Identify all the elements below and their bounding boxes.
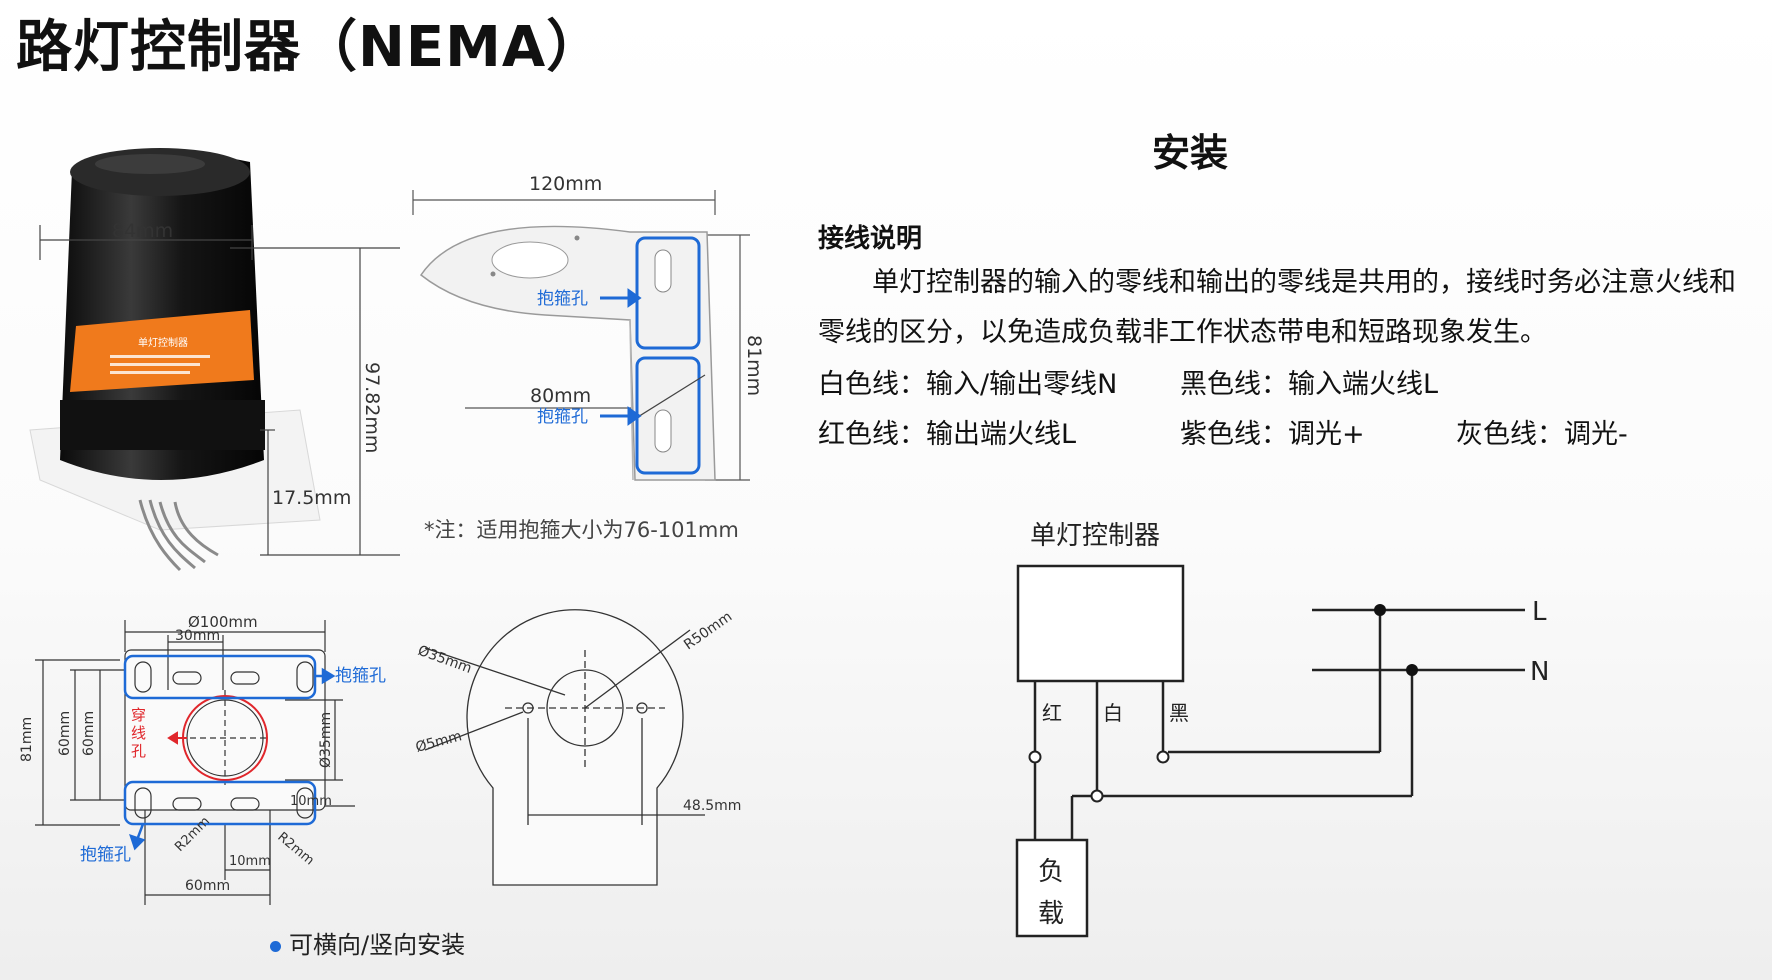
wire-gray: 灰色线：调光- xyxy=(1456,419,1628,450)
dim-top-48: 48.5mm xyxy=(683,798,741,814)
dim-10-right: 10mm xyxy=(290,794,332,809)
dim-width: 84mm xyxy=(112,220,173,242)
wiring-paragraph: 单灯控制器的输入的零线和输出的零线是共用的，接线时务必注意火线和零线的区分，以免… xyxy=(818,267,1736,348)
controller-body xyxy=(60,152,264,480)
dim-bracket-width: 120mm xyxy=(529,173,602,195)
page-title: 路灯控制器（NEMA） xyxy=(16,15,604,80)
wire-black: 黑色线：输入端火线L xyxy=(1180,369,1439,400)
product-photo-diagram: 单灯控制器 84mm 97.82mm 17.5mm xyxy=(29,148,400,572)
dim-height-60a: 60mm xyxy=(57,711,73,756)
dim-bracket-mid: 80mm xyxy=(530,385,591,407)
dim-bottom-60: 60mm xyxy=(185,878,230,894)
bracket-note: *注：适用抱箍大小为76-101mm xyxy=(424,518,739,542)
wire-white: 白色线：输入/输出零线N xyxy=(818,369,1118,400)
dim-bracket-height: 81mm xyxy=(743,335,765,396)
plate-top-drawing: Ø35mm R50mm Ø5mm 48.5mm xyxy=(414,609,741,886)
slot-band-bottom xyxy=(123,780,317,826)
schematic-red-label: 红 xyxy=(1042,701,1062,725)
dim-d35: Ø35mm xyxy=(318,712,334,768)
schematic-line-N: N xyxy=(1530,657,1549,687)
wire-hole-label: 穿 线 孔 xyxy=(131,706,151,760)
dim-top-d35: Ø35mm xyxy=(416,643,474,677)
controller-box xyxy=(1016,564,1185,683)
slot-top xyxy=(635,236,701,350)
dim-base: 17.5mm xyxy=(272,487,351,509)
mount-note: 可横向/竖向安装 xyxy=(270,925,465,960)
bracket-plate xyxy=(419,225,716,481)
bracket-diagram: 120mm 81mm 80mm 抱箍孔 抱箍孔 xyxy=(412,173,765,481)
wiring-heading: 接线说明 xyxy=(818,224,923,254)
dim-top-d5: Ø5mm xyxy=(414,728,464,756)
dim-r2-left: R2mm xyxy=(172,814,213,855)
clamp-hole-bottom-label: 抱箍孔 xyxy=(537,407,588,427)
plate-front-drawing: Ø100mm 30mm 抱箍孔 81mm 60mm 60mm Ø35mm 穿 线… xyxy=(19,613,386,905)
dim-spacing-30: 30mm xyxy=(175,628,220,644)
schematic-load-label-1: 负 xyxy=(1038,857,1064,887)
schematic-black-label: 黑 xyxy=(1169,701,1189,725)
clamp-hole-top-label: 抱箍孔 xyxy=(537,289,588,309)
dim-height: 97.82mm xyxy=(361,362,383,453)
dim-height-81: 81mm xyxy=(19,717,35,762)
install-heading: 安装 xyxy=(1152,131,1229,175)
label-text: 单灯控制器 xyxy=(138,336,188,349)
wire-red: 红色线：输出端火线L xyxy=(818,419,1077,450)
bullet-dot xyxy=(270,940,281,952)
mount-note-text: 可横向/竖向安装 xyxy=(289,931,466,959)
dim-10-bottom: 10mm xyxy=(229,854,271,869)
dim-height-60b: 60mm xyxy=(81,711,97,756)
dim-r2-right: R2mm xyxy=(274,830,316,869)
wiring-schematic: 单灯控制器 红 白 黑 负 载 L N xyxy=(1015,521,1549,938)
schematic-line-L: L xyxy=(1532,597,1547,627)
dim-dia-100: Ø100mm xyxy=(188,613,258,631)
clamp-hole-bottom-label2: 抱箍孔 xyxy=(80,845,131,865)
load-box xyxy=(1015,838,1089,938)
cables xyxy=(138,499,219,572)
bracket-center-hole xyxy=(491,241,569,279)
clamp-hole-right-label: 抱箍孔 xyxy=(335,666,386,686)
schematic-load-label-2: 载 xyxy=(1038,899,1064,929)
schematic-white-label: 白 xyxy=(1103,701,1123,725)
wire-purple: 紫色线：调光+ xyxy=(1180,419,1365,450)
schematic-controller-label: 单灯控制器 xyxy=(1030,521,1160,551)
